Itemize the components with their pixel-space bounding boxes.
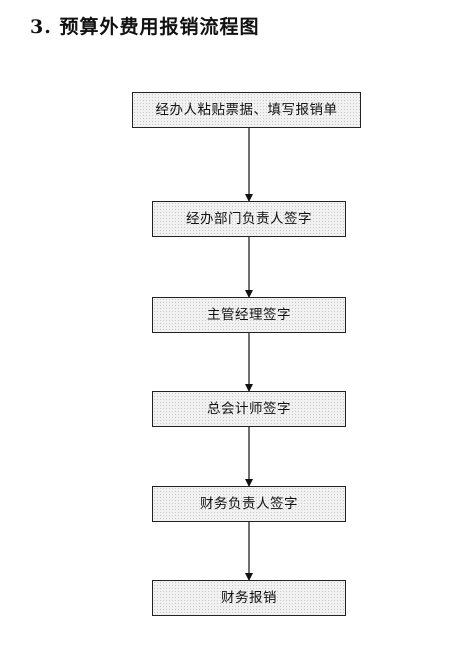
flow-step-submit-receipts: 经办人粘贴票据、填写报销单 (132, 92, 361, 128)
flow-step-finance-head-sign: 财务负责人签字 (152, 486, 346, 522)
page-title: 3. 预算外费用报销流程图 (30, 16, 260, 38)
flow-step-department-head-sign: 经办部门负责人签字 (152, 201, 346, 237)
flow-step-manager-sign: 主管经理签字 (152, 297, 346, 333)
flow-step-chief-accountant-sign: 总会计师签字 (152, 391, 346, 427)
flow-step-finance-reimburse: 财务报销 (152, 580, 346, 616)
